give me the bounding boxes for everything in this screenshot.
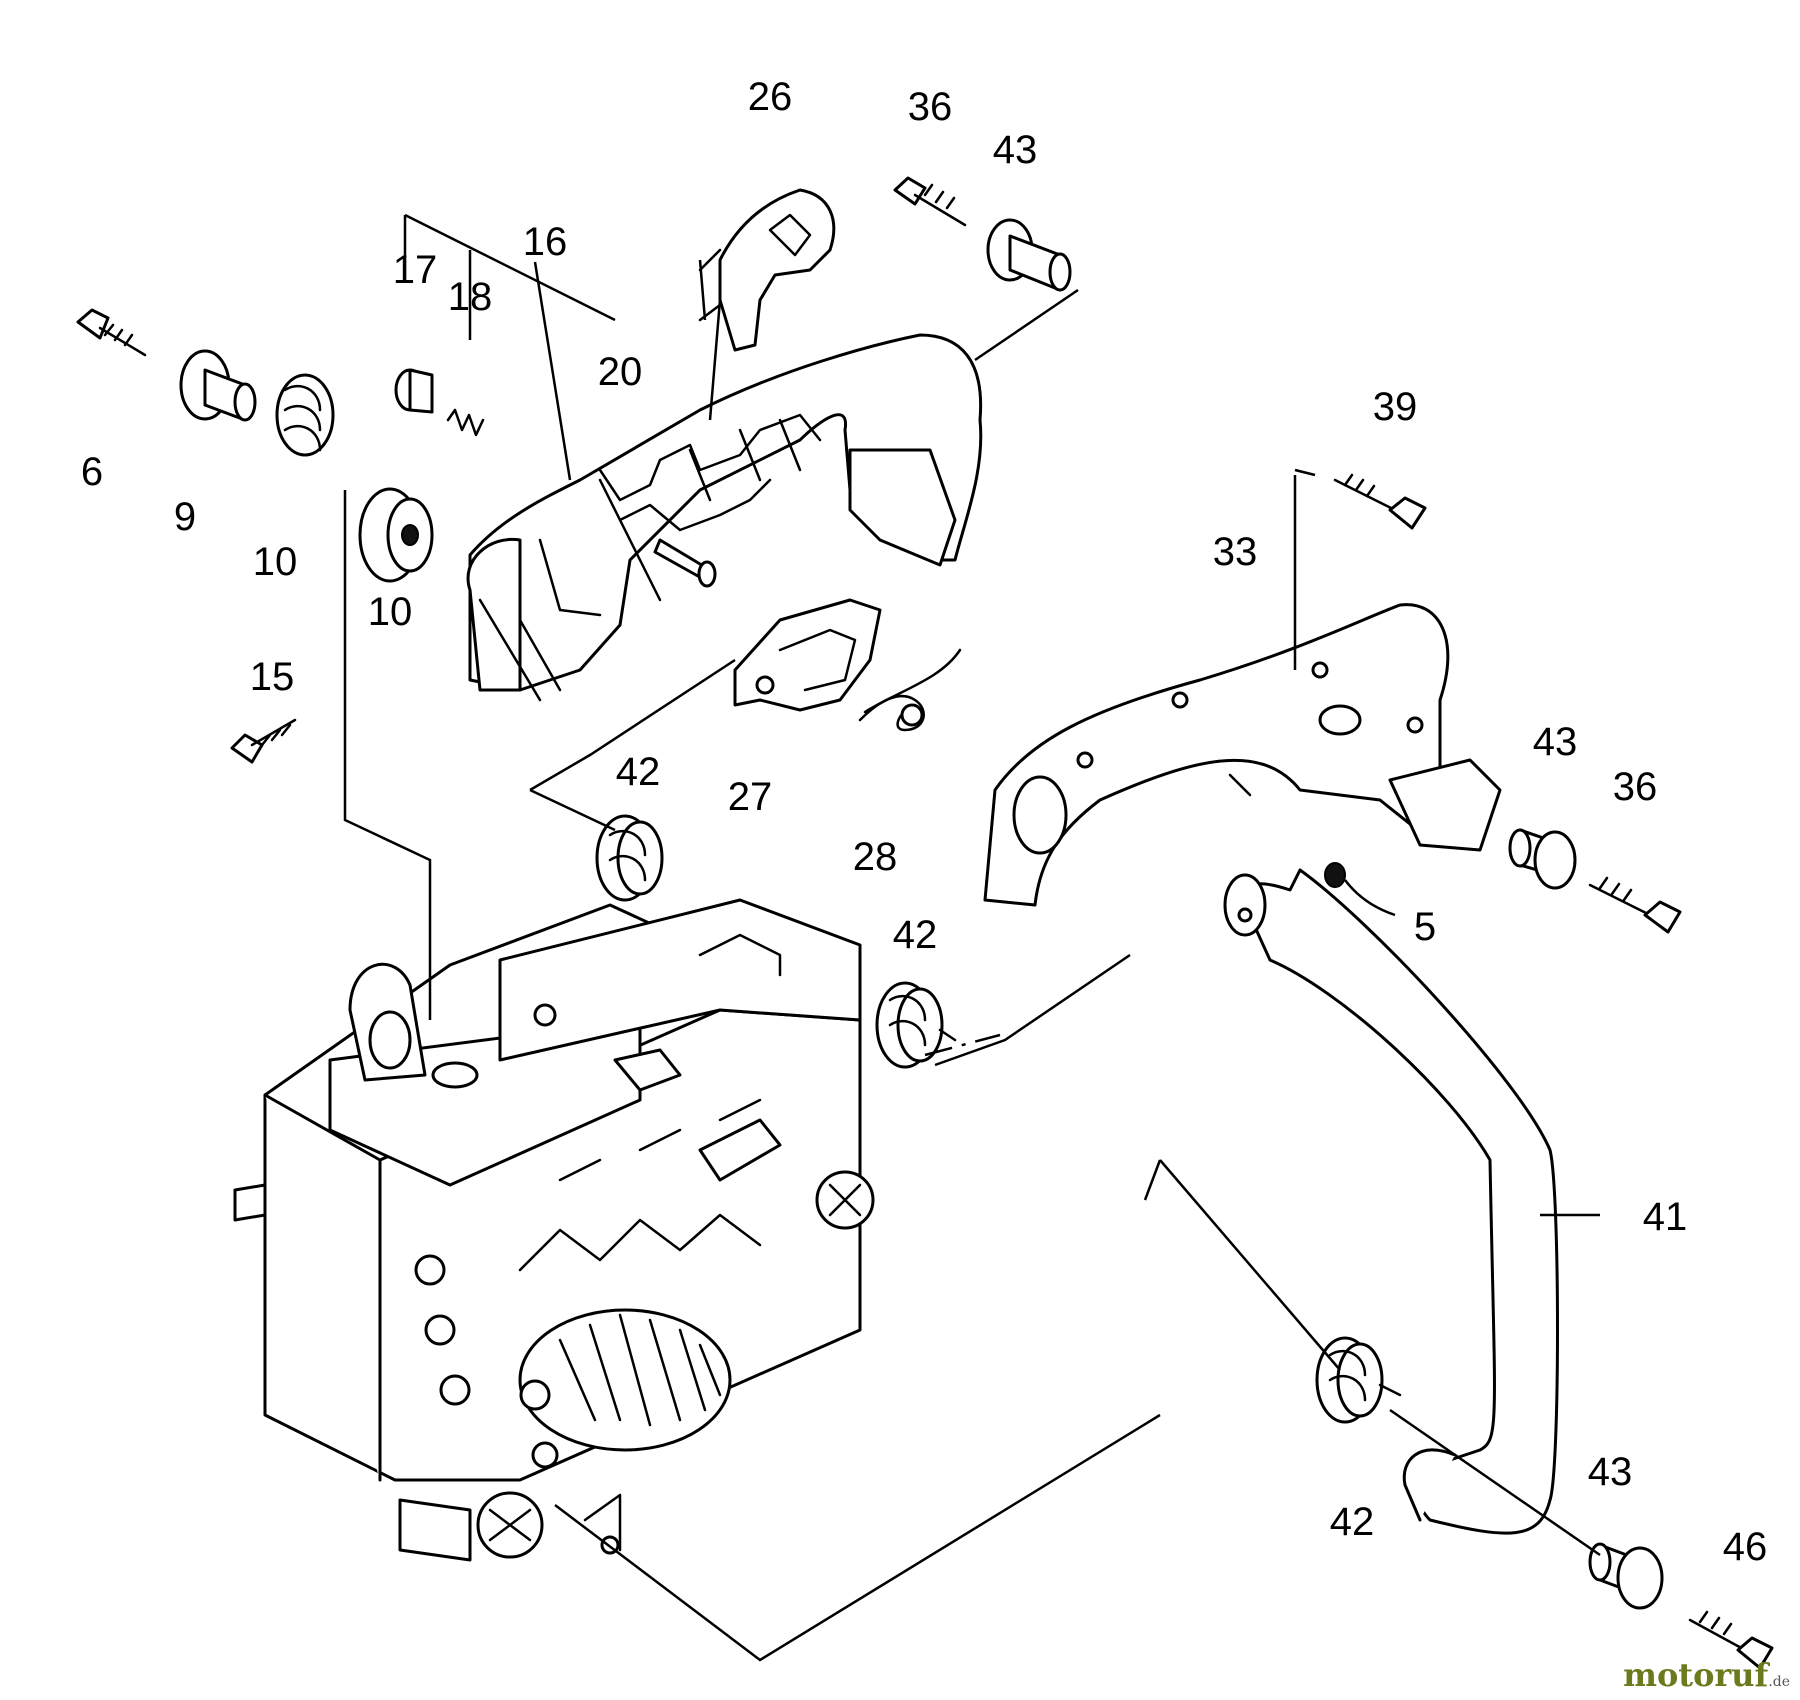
spring-18	[446, 408, 485, 437]
vibration-damper-10a	[275, 373, 335, 457]
label-42a: 42	[616, 750, 661, 794]
bushing-43c	[1588, 1542, 1664, 1610]
label-5: 5	[1414, 905, 1436, 949]
label-46: 46	[1723, 1525, 1768, 1569]
label-36b: 36	[1613, 765, 1658, 809]
engine-housing	[233, 898, 875, 1562]
screw-39	[1333, 473, 1427, 530]
label-27: 27	[728, 775, 773, 819]
screw-36a	[893, 176, 967, 227]
front-handle-33	[983, 603, 1502, 907]
label-41: 41	[1643, 1195, 1688, 1239]
screw-15	[230, 718, 297, 764]
label-10a: 10	[253, 540, 298, 584]
trigger-26	[698, 188, 836, 352]
label-15: 15	[250, 655, 295, 699]
label-18: 18	[448, 275, 493, 319]
label-36a: 36	[908, 85, 953, 129]
damper-42a	[595, 814, 664, 902]
label-33: 33	[1213, 530, 1258, 574]
screw-36b	[1588, 876, 1682, 934]
label-26: 26	[748, 75, 793, 119]
damper-42b	[875, 981, 957, 1069]
screw-6	[76, 308, 147, 357]
label-43c: 43	[1588, 1450, 1633, 1494]
lockout-27	[733, 598, 882, 712]
label-43b: 43	[1533, 720, 1578, 764]
label-9: 9	[174, 495, 196, 539]
label-42b: 42	[893, 913, 938, 957]
watermark-suffix: .de	[1768, 1674, 1790, 1690]
label-20: 20	[598, 350, 643, 394]
handlebar-41	[1223, 868, 1559, 1535]
screw-46	[1688, 1610, 1774, 1670]
label-6: 6	[81, 450, 103, 494]
damper-42c	[1315, 1336, 1402, 1424]
rear-handle-16	[466, 333, 983, 702]
bushing-43b	[1508, 828, 1577, 890]
bushing-43a	[986, 218, 1072, 292]
spring-28	[858, 648, 962, 732]
nut-5	[1324, 862, 1346, 888]
label-16: 16	[523, 220, 568, 264]
pin-20	[653, 538, 717, 588]
vibration-damper-10b	[358, 487, 434, 583]
callout-labels: 6 9 10 10 15 16 17 18 20 26 27 28 36 43 …	[81, 75, 1767, 1569]
label-28: 28	[853, 835, 898, 879]
label-43a: 43	[993, 128, 1038, 172]
label-42c: 42	[1330, 1500, 1375, 1544]
cap-17	[394, 368, 434, 414]
leader-lines	[343, 213, 1601, 1662]
label-39: 39	[1373, 385, 1418, 429]
bushing-9	[179, 349, 257, 422]
label-10b: 10	[368, 590, 413, 634]
watermark-logo: motoruf.de	[1623, 1656, 1790, 1694]
label-17: 17	[393, 248, 438, 292]
watermark-brand: motoruf	[1623, 1656, 1769, 1694]
